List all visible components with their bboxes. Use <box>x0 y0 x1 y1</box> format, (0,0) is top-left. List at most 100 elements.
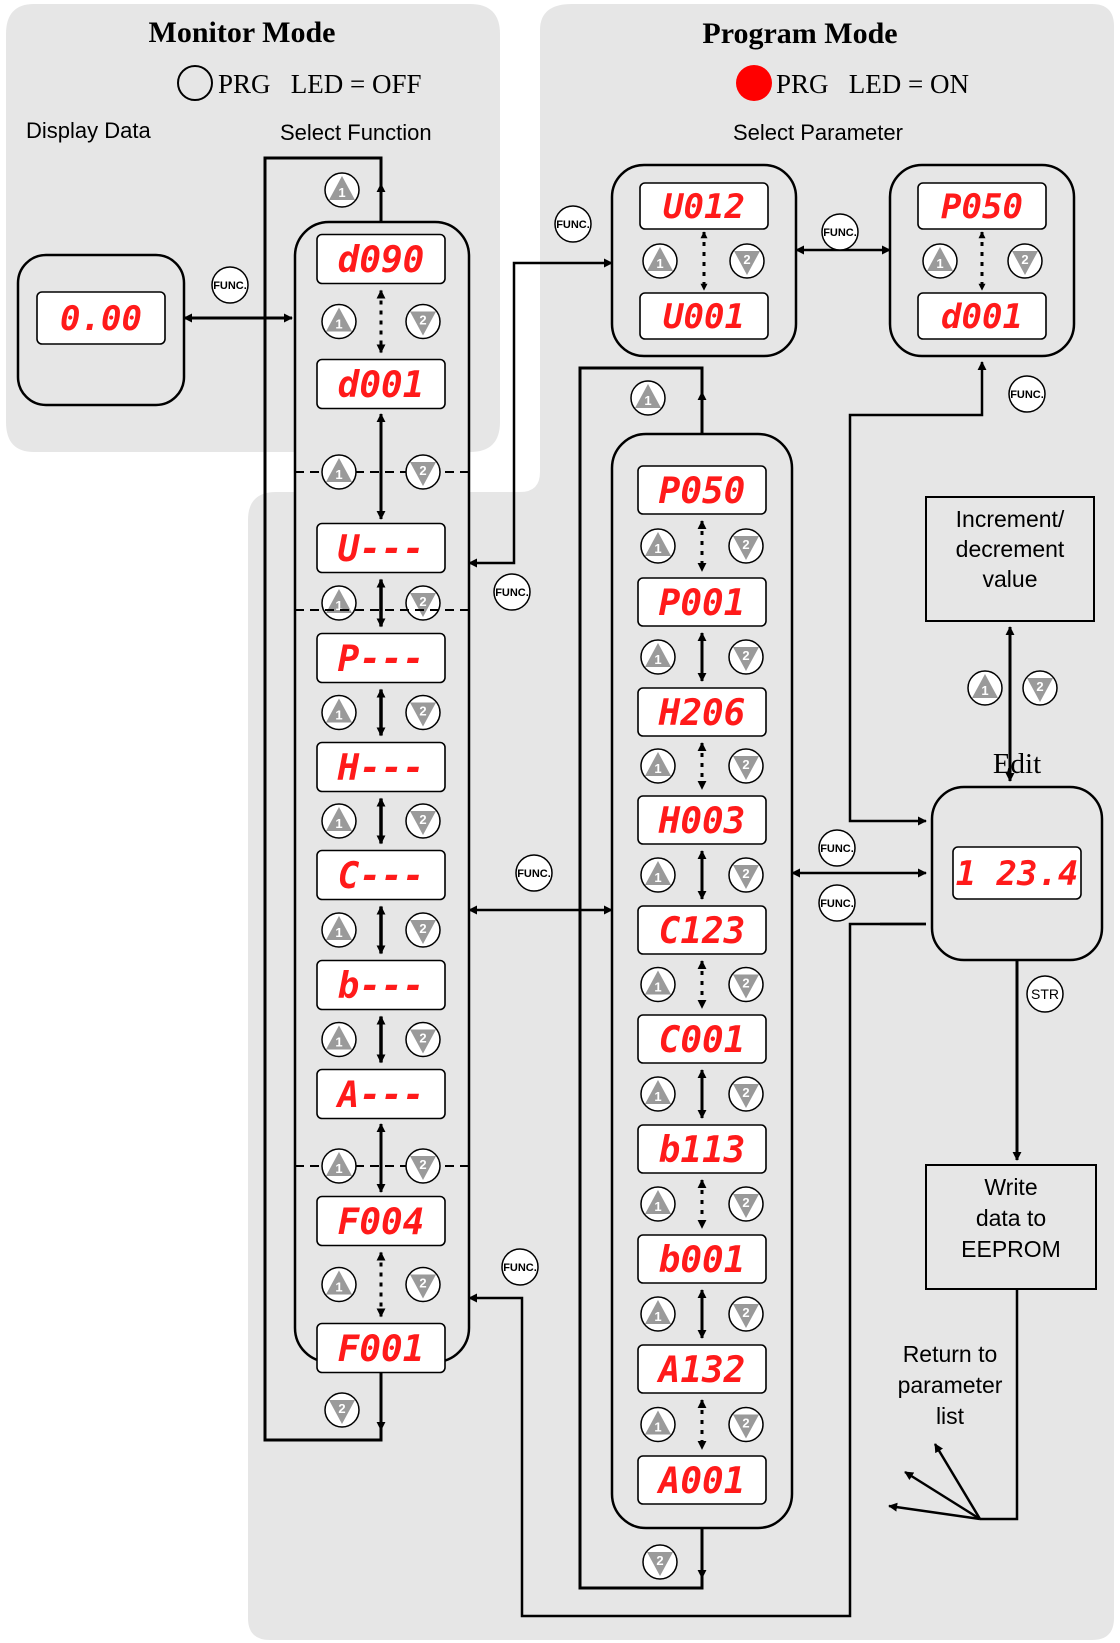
edit-func-key-lower-label: FUNC. <box>820 898 854 910</box>
function-bottom-down-key[interactable]: 2 <box>324 1392 360 1428</box>
function-code-a-display: A--- <box>316 1068 446 1120</box>
parameter-up-key-7[interactable]: 1 <box>640 1296 676 1332</box>
parameter-down-key-5[interactable]: 2 <box>728 1076 764 1112</box>
parameter-up-key-2[interactable]: 1 <box>640 748 676 784</box>
down-arrow-icon <box>410 1274 436 1299</box>
increment-decrement-box <box>925 496 1095 622</box>
store-key-label: STR <box>1031 986 1059 1002</box>
function-down-key-c-b[interactable]: 2 <box>405 912 441 948</box>
parameter-down-key-8[interactable]: 2 <box>728 1406 764 1443</box>
function-top-up-key[interactable]: 1 <box>324 172 360 208</box>
parameter-code-p050-display-text: P050 <box>659 471 746 512</box>
u-p-func-key-ring <box>821 213 859 251</box>
function-code-u-display: U--- <box>316 522 446 574</box>
divider-up-key-1[interactable]: 1 <box>321 454 357 490</box>
up-arrow-icon <box>645 1190 671 1214</box>
function-down-key-h-c-digit: 2 <box>419 812 426 827</box>
parameter-down-key-2[interactable]: 2 <box>728 748 764 784</box>
monitor-display-text: 0.00 <box>60 299 142 339</box>
p-group-up-key-digit: 1 <box>936 256 943 271</box>
function-up-key-b-a[interactable]: 1 <box>321 1021 357 1058</box>
parameter-down-key-6[interactable]: 2 <box>728 1186 764 1222</box>
up-arrow-icon <box>326 589 352 613</box>
write-text-line-2: data to <box>976 1205 1046 1231</box>
parameter-up-key-0[interactable]: 1 <box>640 528 676 564</box>
function-down-key-u-p[interactable]: 2 <box>405 585 441 621</box>
up-arrow-icon <box>645 532 671 556</box>
parameter-down-key-1-digit: 2 <box>742 648 749 663</box>
monitor-func-key[interactable]: FUNC. <box>211 266 249 304</box>
up-arrow-icon <box>645 970 671 995</box>
parameter-up-key-6-digit: 1 <box>654 1199 661 1214</box>
store-key[interactable]: STR <box>1026 975 1064 1013</box>
parameter-up-key-5[interactable]: 1 <box>640 1076 676 1112</box>
increment-text-line-3: value <box>983 566 1038 592</box>
program-mode-title: Program Mode <box>702 17 897 50</box>
function-down-key-p-h-digit: 2 <box>419 704 426 719</box>
parameter-down-key-0[interactable]: 2 <box>728 528 764 564</box>
parameter-down-key-2-digit: 2 <box>742 757 749 772</box>
p-group-down-key[interactable]: 2 <box>1007 243 1043 279</box>
return-func-key[interactable]: FUNC. <box>501 1248 539 1286</box>
u-group-down-key[interactable]: 2 <box>729 243 765 279</box>
u-p-func-key[interactable]: FUNC. <box>821 213 859 251</box>
function-code-f004-display-text: F004 <box>338 1202 425 1243</box>
p-group-up-key[interactable]: 1 <box>922 243 958 279</box>
function-down-key-d090-d001[interactable]: 2 <box>405 303 441 340</box>
function-code-a-display-text: A--- <box>336 1075 425 1116</box>
parameter-code-h206-display-frame <box>637 687 767 737</box>
parameter-code-a001-display: A001 <box>637 1455 767 1505</box>
p-group-d001-display-text: d001 <box>941 297 1023 337</box>
down-arrow-icon <box>1012 251 1038 275</box>
function-up-key-p-h[interactable]: 1 <box>321 694 357 731</box>
parameter-up-key-4[interactable]: 1 <box>640 966 676 1003</box>
parameter-code-b001-display-text: b001 <box>659 1240 746 1281</box>
parameter-code-a132-display-text: A132 <box>657 1350 746 1391</box>
monitor-display: 0.00 <box>36 291 166 345</box>
parameter-down-key-1[interactable]: 2 <box>728 639 764 675</box>
parameter-down-key-4[interactable]: 2 <box>728 966 764 1003</box>
function-up-key-u-p[interactable]: 1 <box>321 585 357 621</box>
function-up-key-d090-d001[interactable]: 1 <box>321 303 357 340</box>
return-text-line-2: parameter <box>898 1372 1003 1398</box>
increment-up-key[interactable]: 1 <box>967 670 1003 706</box>
function-up-key-u-p-digit: 1 <box>335 598 342 613</box>
parameter-bottom-down-key[interactable]: 2 <box>642 1544 678 1580</box>
function-down-key-f004-f001[interactable]: 2 <box>405 1266 441 1303</box>
divider-down-key-1[interactable]: 2 <box>405 454 441 490</box>
function-up-key-f004-f001[interactable]: 1 <box>321 1266 357 1303</box>
u-code-func-key[interactable]: FUNC. <box>493 573 531 611</box>
function-up-key-c-b[interactable]: 1 <box>321 912 357 948</box>
edit-display-text: 1 23.4 <box>956 854 1079 894</box>
parameter-down-key-7-digit: 2 <box>742 1305 749 1320</box>
parameter-up-key-1[interactable]: 1 <box>640 639 676 675</box>
parameter-code-b113-display-frame <box>637 1124 767 1174</box>
parameter-down-key-3[interactable]: 2 <box>728 857 764 893</box>
function-parameter-func-key[interactable]: FUNC. <box>515 854 553 892</box>
u-group-func-key[interactable]: FUNC. <box>554 205 592 243</box>
divider-down-key-3[interactable]: 2 <box>405 1148 441 1184</box>
parameter-up-key-3[interactable]: 1 <box>640 857 676 893</box>
parameter-down-key-7[interactable]: 2 <box>728 1296 764 1332</box>
u-group-func-key-label: FUNC. <box>556 219 590 231</box>
down-arrow-icon <box>1027 678 1053 702</box>
parameter-code-h003-display-frame <box>637 795 767 845</box>
edit-func-key-lower[interactable]: FUNC. <box>818 884 856 922</box>
prg-led-on-icon <box>736 65 772 101</box>
parameter-up-key-8[interactable]: 1 <box>640 1406 676 1443</box>
function-down-key-h-c[interactable]: 2 <box>405 803 441 839</box>
up-arrow-icon <box>329 176 355 200</box>
parameter-top-up-key[interactable]: 1 <box>630 380 666 416</box>
increment-down-key[interactable]: 2 <box>1022 670 1058 706</box>
function-down-key-p-h[interactable]: 2 <box>405 694 441 731</box>
p-group-return-func-key[interactable]: FUNC. <box>1008 375 1046 413</box>
function-down-key-b-a[interactable]: 2 <box>405 1021 441 1058</box>
parameter-up-key-6[interactable]: 1 <box>640 1186 676 1222</box>
divider-up-key-3[interactable]: 1 <box>321 1148 357 1184</box>
edit-func-key-upper[interactable]: FUNC. <box>818 829 856 867</box>
function-up-key-h-c[interactable]: 1 <box>321 803 357 839</box>
u-group-up-key[interactable]: 1 <box>642 243 678 279</box>
p-group-return-func-key-label: FUNC. <box>1010 389 1044 401</box>
diagram-elements: 0.00FUNC.12d090d001U---P---H---C---b---A… <box>16 156 1104 1618</box>
